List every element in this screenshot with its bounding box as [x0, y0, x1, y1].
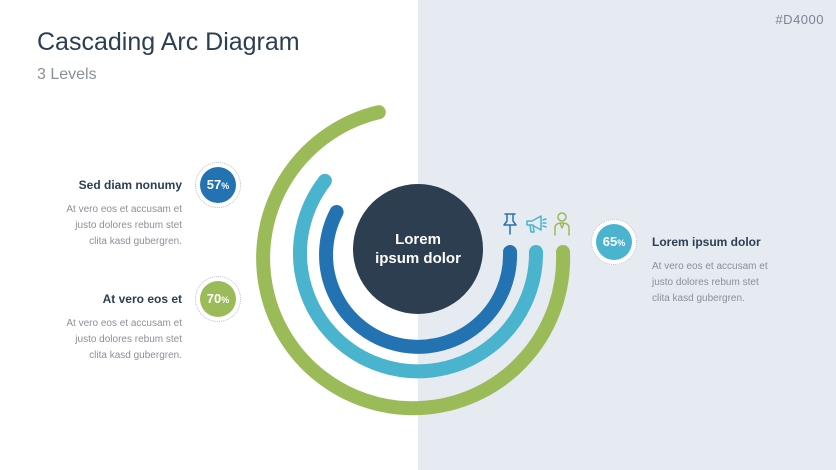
arc-inner-blue	[319, 205, 518, 354]
center-label: Lorem ipsum dolor	[356, 230, 480, 268]
level-1-value: 57%	[200, 167, 236, 203]
slide-code: #D4000	[775, 12, 824, 27]
level-3-block: At vero eos et At vero eos et accusam et…	[12, 292, 182, 364]
megaphone-icon	[526, 215, 547, 233]
level-1-block: Sed diam nonumy At vero eos et accusam e…	[12, 178, 182, 250]
center-label-line2: ipsum dolor	[375, 250, 461, 267]
level-1-text: At vero eos et accusam et justo dolores …	[12, 202, 182, 250]
level-1-line: clita kasd gubergren.	[89, 236, 182, 247]
level-3-badge: 70%	[195, 276, 241, 322]
level-2-block: Lorem ipsum dolor At vero eos et accusam…	[652, 235, 822, 307]
level-2-value: 65%	[596, 224, 632, 260]
level-3-value: 70%	[200, 281, 236, 317]
level-3-heading: At vero eos et	[102, 292, 182, 306]
level-2-badge: 65%	[591, 219, 637, 265]
pushpin-icon	[503, 213, 517, 235]
arc-middle-cyan	[293, 173, 544, 379]
center-label-line1: Lorem	[395, 231, 441, 248]
level-3-line: justo dolores rebum stet	[75, 334, 182, 345]
person-icon	[554, 212, 570, 236]
page-subtitle: 3 Levels	[37, 66, 97, 83]
level-2-line: At vero eos et accusam et	[652, 261, 768, 272]
level-2-text: At vero eos et accusam et justo dolores …	[652, 259, 822, 307]
level-3-line: clita kasd gubergren.	[89, 350, 182, 361]
level-1-line: justo dolores rebum stet	[75, 220, 182, 231]
page-title: Cascading Arc Diagram	[37, 28, 300, 56]
level-1-heading: Sed diam nonumy	[78, 178, 182, 192]
level-2-line: justo dolores rebum stet	[652, 277, 759, 288]
level-1-line: At vero eos et accusam et	[66, 204, 182, 215]
level-2-line: clita kasd gubergren.	[652, 293, 745, 304]
arc-outer-green	[256, 105, 571, 416]
level-2-heading: Lorem ipsum dolor	[652, 235, 761, 249]
level-3-text: At vero eos et accusam et justo dolores …	[12, 316, 182, 364]
center-circle	[353, 184, 483, 314]
level-1-badge: 57%	[195, 162, 241, 208]
level-3-line: At vero eos et accusam et	[66, 318, 182, 329]
